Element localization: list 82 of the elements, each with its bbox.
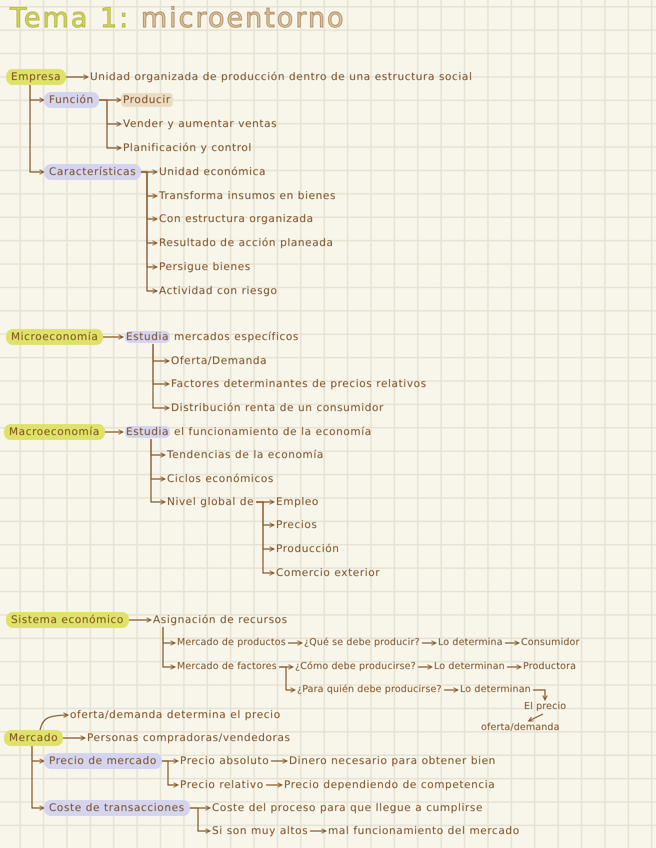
- note-text: ¿Qué se debe producir?: [302, 636, 422, 650]
- note-text: Estudia mercados específicos: [123, 330, 301, 344]
- note-text: El precio: [522, 700, 568, 714]
- connector-arrow: [422, 640, 436, 646]
- highlighted-subheading: Precio de mercado: [44, 753, 162, 769]
- highlighted-subheading: Función: [44, 92, 99, 108]
- note-text: Empleo: [274, 495, 321, 509]
- note-text: Estudia el funcionamiento de la economía: [123, 425, 374, 439]
- connector-arrow: [418, 664, 432, 670]
- note-text: Factores determinantes de precios relativos: [169, 377, 429, 391]
- connector-arrow: [31, 746, 44, 811]
- note-text: Nivel global de: [165, 495, 256, 509]
- note-text: Con estructura organizada: [157, 212, 316, 226]
- note-text: Persigue bienes: [157, 260, 253, 274]
- connector-arrow: [505, 640, 520, 646]
- connector-arrow: [310, 828, 326, 834]
- note-text: ¿Cómo debe producirse?: [293, 660, 418, 674]
- connector-arrow: [141, 171, 158, 294]
- note-text: ¿Para quién debe producirse?: [295, 683, 444, 697]
- connector-arrow: [63, 735, 86, 741]
- note-text: mal funcionamiento del mercado: [326, 824, 522, 838]
- title-heading: Tema 1: microentorno: [10, 3, 346, 35]
- note-text: Producir: [121, 93, 173, 107]
- note-text: Consumidor: [519, 636, 582, 650]
- note-text: Actividad con riesgo: [157, 284, 280, 298]
- note-text: oferta/demanda determina el precio: [68, 708, 283, 722]
- connector-arrow: [162, 760, 178, 788]
- note-text: Mercado de factores: [175, 660, 279, 674]
- connector-arrow: [162, 627, 176, 670]
- note-text: Asignación de recursos: [151, 613, 290, 627]
- note-text: Lo determinan: [432, 660, 507, 674]
- note-text: Resultado de acción planeada: [157, 236, 336, 250]
- connector-arrow: [150, 439, 166, 505]
- connector-arrow: [288, 640, 302, 646]
- note-text: oferta/demanda: [479, 721, 562, 735]
- note-text: Personas compradoras/vendedoras: [85, 731, 293, 745]
- highlighted-heading: Sistema económico: [6, 612, 129, 628]
- highlighted-subheading: Características: [44, 164, 142, 180]
- note-text: Distribución renta de un consumidor: [169, 401, 386, 415]
- note-text: Tendencias de la economía: [165, 448, 326, 462]
- note-text: Vender y aumentar ventas: [121, 117, 280, 131]
- highlighted-heading: Microeconomía: [6, 329, 104, 345]
- connector-arrow: [256, 501, 274, 576]
- note-text: Planificación y control: [121, 141, 254, 155]
- highlighted-heading: Mercado: [4, 730, 64, 746]
- note-text: Precios: [274, 518, 320, 532]
- connector-arrow: [279, 666, 296, 693]
- connector-arrow: [444, 687, 458, 693]
- connector-arrow: [152, 344, 170, 411]
- highlighted-heading: Macroeconomía: [4, 424, 105, 440]
- connector-arrow: [29, 85, 44, 175]
- connector-arrow: [507, 664, 522, 670]
- connector-arrow: [99, 99, 122, 151]
- note-text: Precio absoluto: [178, 754, 272, 768]
- note-text: Ciclos económicos: [165, 472, 276, 486]
- note-text: Unidad económica: [157, 165, 268, 179]
- note-text: Lo determina: [436, 636, 505, 650]
- connector-arrow: [266, 782, 282, 788]
- note-text: Si son muy altos: [210, 824, 310, 838]
- note-text: Comercio exterior: [274, 566, 382, 580]
- highlighted-heading: Empresa: [6, 69, 66, 85]
- note-text: Coste del proceso para que llegue a cumplirse: [210, 801, 486, 815]
- note-text: Transforma insumos en bienes: [157, 189, 338, 203]
- connector-arrow: [533, 689, 548, 700]
- connector-arrow: [39, 712, 68, 730]
- note-text: Mercado de productos: [175, 636, 288, 650]
- note-text: Precio relativo: [178, 778, 266, 792]
- connector-arrow: [66, 74, 88, 80]
- note-text: Unidad organizada de producción dentro de una estructura social: [88, 70, 474, 84]
- connector-arrow: [190, 807, 210, 834]
- note-text: Dinero necesario para obtener bien: [287, 754, 498, 768]
- note-text: Lo determinan: [458, 683, 533, 697]
- connector-arrow: [105, 429, 124, 435]
- connector-arrow: [528, 713, 544, 722]
- note-text: Oferta/Demanda: [169, 354, 270, 368]
- connector-arrow: [129, 617, 152, 623]
- note-text: Precio dependiendo de competencia: [282, 778, 498, 792]
- connector-arrow: [103, 334, 124, 340]
- note-text: Productora: [521, 660, 578, 674]
- connector-arrow: [271, 758, 288, 764]
- note-text: Producción: [274, 542, 342, 556]
- highlighted-subheading: Coste de transacciones: [44, 800, 190, 816]
